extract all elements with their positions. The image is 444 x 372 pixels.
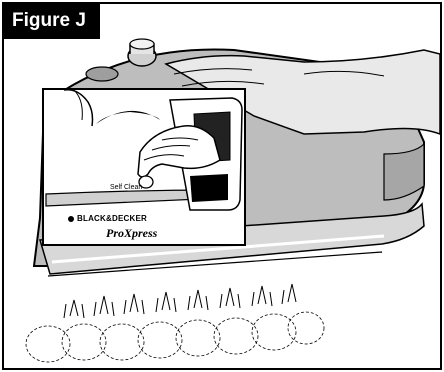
brand-logo: BLACK&DECKER (68, 214, 147, 223)
self-clean-label: Self Clean (110, 184, 142, 191)
brand-name: BLACK&DECKER (77, 214, 147, 223)
steam-puffs (26, 312, 324, 362)
brand-mark-icon (68, 216, 74, 222)
figure-label: Figure J (4, 4, 100, 39)
fill-ring (86, 67, 118, 81)
self-clean-inset: Self Clean BLACK&DECKER ProXpress (42, 88, 246, 246)
steam-jets (64, 284, 296, 318)
product-name: ProXpress (106, 226, 157, 241)
